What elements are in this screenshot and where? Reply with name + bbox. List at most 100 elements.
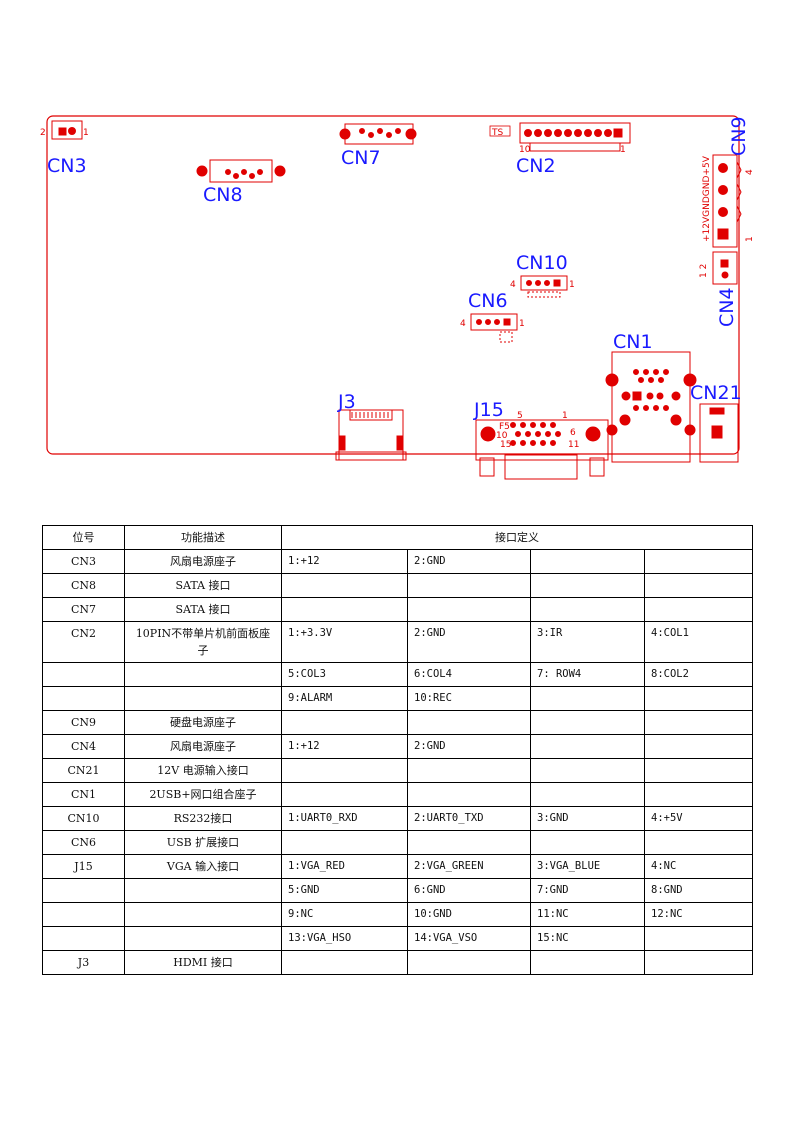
cell-pin: 1:+3.3V xyxy=(281,621,408,663)
cn6-pin4-mark: 4 xyxy=(460,319,466,329)
cn3-label: CN3 xyxy=(47,155,87,177)
cn2-label: CN2 xyxy=(516,155,556,177)
cell-pin xyxy=(644,926,753,951)
cn2-connector xyxy=(519,122,631,152)
cell-pin xyxy=(644,686,753,711)
table-row: J15 VGA 输入接口 1:VGA_RED 2:VGA_GREEN 3:VGA… xyxy=(42,854,753,879)
j15-f5-mark: F5 xyxy=(499,422,510,432)
table-row: CN9 硬盘电源座子 xyxy=(42,710,753,735)
cell-pin xyxy=(281,597,408,622)
cell-pin: 1:VGA_RED xyxy=(281,854,408,879)
header-position: 位号 xyxy=(42,525,125,550)
cell-pin: 3:VGA_BLUE xyxy=(530,854,645,879)
cn21-connector xyxy=(699,403,739,463)
cell-pin xyxy=(407,710,531,735)
cell-pin: 9:NC xyxy=(281,902,408,927)
cell-pin xyxy=(530,734,645,759)
cell-pin: 1:+12 xyxy=(281,549,408,574)
cn10-label: CN10 xyxy=(516,252,568,274)
cell-pin: 5:GND xyxy=(281,878,408,903)
cell-position: CN4 xyxy=(42,734,125,759)
cell-position: CN6 xyxy=(42,830,125,855)
cell-pin xyxy=(530,782,645,807)
cell-pin xyxy=(644,573,753,598)
cell-pin xyxy=(281,782,408,807)
cn10-pin4-mark: 4 xyxy=(510,280,516,290)
cell-pin: 2:UART0_TXD xyxy=(407,806,531,831)
cell-pin xyxy=(530,950,645,975)
cell-position: CN9 xyxy=(42,710,125,735)
table-body: CN3 风扇电源座子 1:+12 2:GND CN8 SATA 接口 CN7 S… xyxy=(42,549,753,975)
cell-position: CN10 xyxy=(42,806,125,831)
cell-function: SATA 接口 xyxy=(124,573,282,598)
cell-pin: 14:VGA_VSO xyxy=(407,926,531,951)
cn3-connector xyxy=(51,120,83,140)
cell-pin xyxy=(281,758,408,783)
cn8-label: CN8 xyxy=(203,184,243,206)
cell-pin: 3:GND xyxy=(530,806,645,831)
j15-pin10-mark: 10 xyxy=(496,431,508,441)
cn9-voltage-marks: +12VGNDGND+5V xyxy=(702,155,712,242)
table-row: 9:ALARM 10:REC xyxy=(42,686,753,711)
table-row: CN8 SATA 接口 xyxy=(42,573,753,598)
cn10-connector xyxy=(520,275,568,298)
table-row: 5:COL3 6:COL4 7: ROW4 8:COL2 xyxy=(42,662,753,687)
cell-position xyxy=(42,686,125,711)
cell-function: VGA 输入接口 xyxy=(124,854,282,879)
table-row: CN7 SATA 接口 xyxy=(42,597,753,622)
cell-pin: 8:GND xyxy=(644,878,753,903)
cell-position xyxy=(42,926,125,951)
cn6-connector xyxy=(470,313,518,343)
j15-pin15-mark: 15 xyxy=(500,440,511,450)
cell-pin xyxy=(644,710,753,735)
cell-pin xyxy=(530,573,645,598)
cell-function: 风扇电源座子 xyxy=(124,734,282,759)
cell-pin xyxy=(281,950,408,975)
cell-pin xyxy=(644,950,753,975)
table-row: CN10 RS232接口 1:UART0_RXD 2:UART0_TXD 3:G… xyxy=(42,806,753,831)
header-function: 功能描述 xyxy=(124,525,282,550)
cell-position: CN8 xyxy=(42,573,125,598)
table-row: CN21 12V 电源输入接口 xyxy=(42,758,753,783)
cn10-pin1-mark: 1 xyxy=(569,280,575,290)
cell-position: CN7 xyxy=(42,597,125,622)
cell-pin xyxy=(530,830,645,855)
cell-pin: 1:+12 xyxy=(281,734,408,759)
j15-label: J15 xyxy=(473,399,504,421)
cell-pin: 11:NC xyxy=(530,902,645,927)
cell-pin: 1:UART0_RXD xyxy=(281,806,408,831)
cell-function: 硬盘电源座子 xyxy=(124,710,282,735)
cell-function: 2USB+网口组合座子 xyxy=(124,782,282,807)
cell-pin: 4:NC xyxy=(644,854,753,879)
cell-pin xyxy=(530,758,645,783)
cell-function: 风扇电源座子 xyxy=(124,549,282,574)
cell-position: CN21 xyxy=(42,758,125,783)
cell-function xyxy=(124,662,282,687)
cn9-pin4-mark: 4 xyxy=(745,169,755,175)
cell-pin xyxy=(644,758,753,783)
cell-function xyxy=(124,902,282,927)
cell-pin xyxy=(530,686,645,711)
cell-position xyxy=(42,902,125,927)
cell-function: HDMI 接口 xyxy=(124,950,282,975)
cell-pin: 4:COL1 xyxy=(644,621,753,663)
cell-pin xyxy=(281,830,408,855)
cn3-pin1-mark: 1 xyxy=(83,128,89,138)
cell-pin: 15:NC xyxy=(530,926,645,951)
cell-pin: 9:ALARM xyxy=(281,686,408,711)
cell-pin: 2:VGA_GREEN xyxy=(407,854,531,879)
cell-position xyxy=(42,878,125,903)
table-header-row: 位号 功能描述 接口定义 xyxy=(42,525,753,550)
cn2-pin1-mark: 1 xyxy=(620,145,626,155)
table-row: J3 HDMI 接口 xyxy=(42,950,753,975)
cell-function xyxy=(124,686,282,711)
cell-function: 10PIN不带单片机前面板座子 xyxy=(124,621,282,663)
cell-function: 12V 电源输入接口 xyxy=(124,758,282,783)
table-row: CN6 USB 扩展接口 xyxy=(42,830,753,855)
cn8-connector xyxy=(196,159,286,183)
cell-pin xyxy=(644,597,753,622)
j3-connector xyxy=(335,409,407,461)
cell-pin xyxy=(644,549,753,574)
cn9-label: CN9 xyxy=(728,116,750,156)
cell-position: CN2 xyxy=(42,621,125,663)
